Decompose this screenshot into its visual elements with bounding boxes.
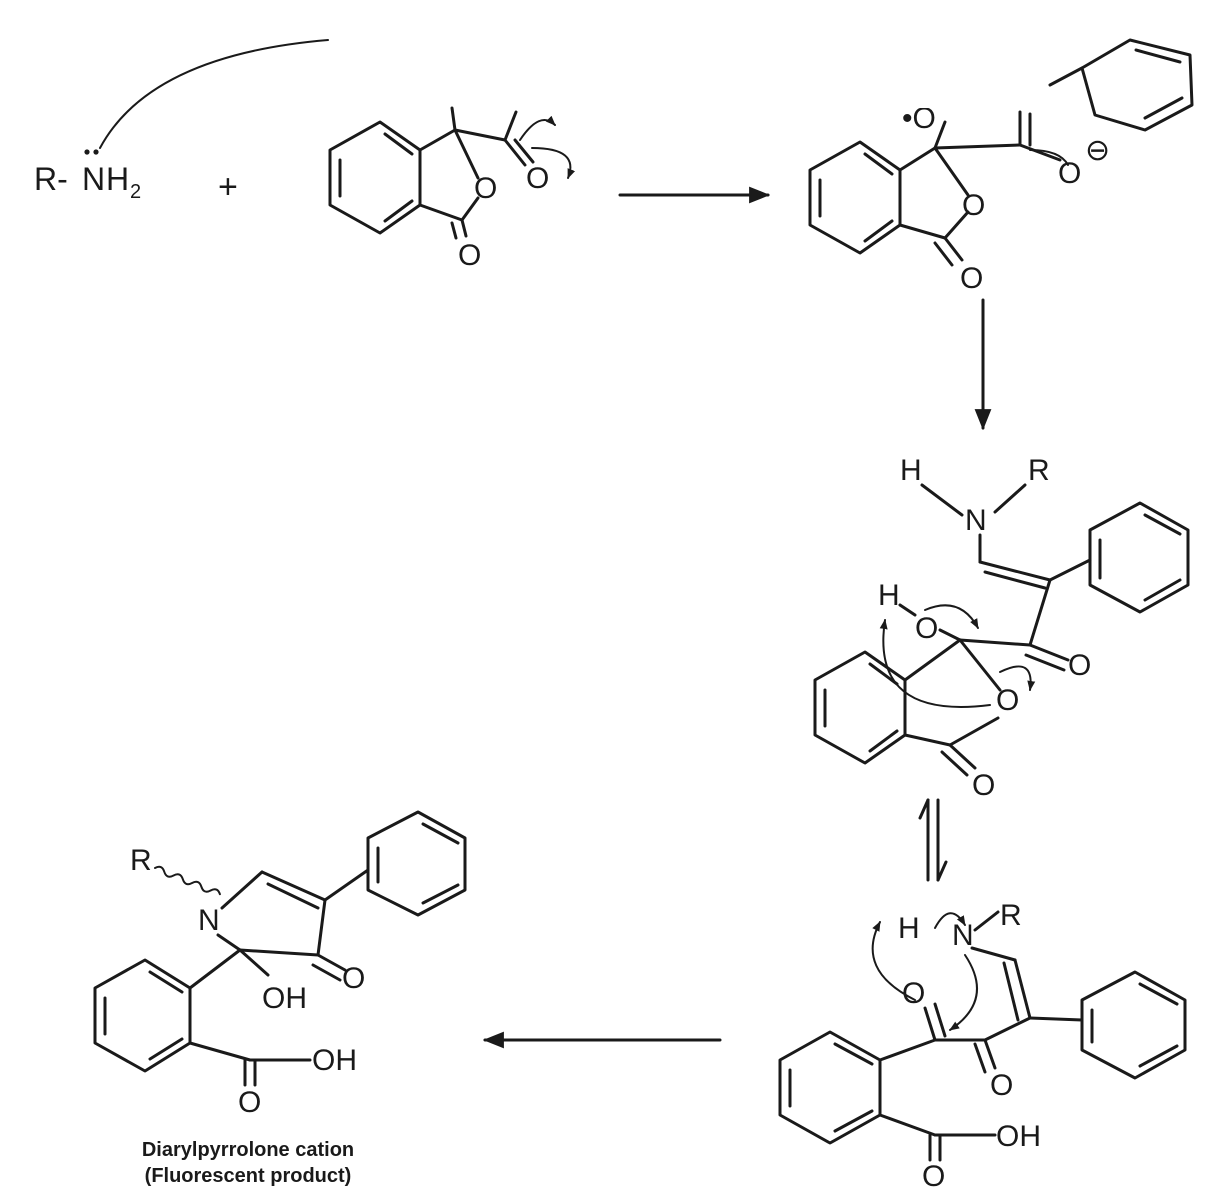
int2-benzene-ring [813, 650, 907, 765]
int1-negative-charge: ⊖ [1085, 134, 1110, 167]
product-caption-line1: Diarylpyrrolone cation [142, 1139, 354, 1161]
int1-benzene-ring [808, 140, 902, 255]
lone-pair-dot-2 [93, 149, 99, 155]
amine-h-atom: H [106, 161, 129, 197]
int3-arrow-a [871, 921, 916, 1001]
intermediate-2: H N R O H O O O [813, 454, 1190, 802]
int1-phenyl-ring [1080, 38, 1194, 132]
product-r-label: R [130, 844, 152, 877]
product-oh-label: OH [262, 982, 307, 1015]
lone-pair-dot-1 [84, 149, 90, 155]
int2-arrow-c [879, 619, 991, 708]
reactant-side-oxygen: O [526, 162, 549, 195]
int2-carbonyl-oxygen: O [972, 769, 995, 802]
int2-ring-oxygen: O [996, 684, 1019, 717]
product-n-label: N [198, 904, 220, 937]
int3-acid-oxygen: O [922, 1160, 945, 1191]
phthalide-reactant: O O O [328, 106, 576, 272]
intermediate-3: H N R O O OH O [778, 899, 1187, 1191]
attack-curved-arrow [99, 39, 329, 149]
product-acid-oh: OH [312, 1044, 357, 1077]
electron-arrow-1 [519, 115, 556, 141]
int3-phenyl-ring [1080, 970, 1187, 1080]
int3-benzene-ring [778, 1030, 882, 1145]
int1-carbonyl-oxygen: O [960, 262, 983, 295]
int1-electron-arrow [1029, 149, 1069, 166]
electron-arrow-2 [531, 147, 576, 179]
int3-acid-oh: OH [996, 1120, 1041, 1153]
product-wavy-bond [154, 865, 221, 896]
amine-subscript: 2 [130, 181, 141, 203]
product-phenyl-ring [366, 810, 467, 917]
product-ketone-oxygen: O [342, 962, 365, 995]
int3-h-label: H [898, 912, 920, 945]
int2-oh-o: O [915, 612, 938, 645]
int3-arrow-c [949, 954, 978, 1031]
equilibrium-arrow [918, 798, 948, 882]
int2-n-label: N [965, 504, 987, 537]
product-benzene-ring [93, 958, 192, 1073]
amine-n-atom: N [82, 161, 105, 197]
int2-oh-h: H [878, 579, 900, 612]
product-caption-line2: (Fluorescent product) [145, 1165, 352, 1187]
int3-arrow-b [934, 912, 966, 929]
reactant-benzene-ring [328, 120, 422, 235]
plus-sign: + [218, 168, 238, 206]
intermediate-1: O O •O O ⊖ [808, 38, 1194, 295]
product-structure: R N O OH OH O Diarylpyrrolone cation (Fl… [93, 810, 467, 1187]
int2-r-label: R [1028, 454, 1050, 487]
reactant-carbonyl-oxygen: O [458, 239, 481, 272]
int1-ring-oxygen: O [962, 189, 985, 222]
int3-r-label: R [1000, 899, 1022, 932]
int2-h-label: H [900, 454, 922, 487]
product-acid-oxygen: O [238, 1086, 261, 1119]
int2-phenyl-ring [1088, 501, 1190, 614]
int2-arrow-a [924, 604, 979, 629]
amine-r-prefix: R- [34, 161, 68, 197]
int1-crop-mask [895, 90, 1055, 108]
int1-carboxylate-oxygen: O [1058, 157, 1081, 190]
amine-reactant: R- N H 2 [34, 39, 329, 203]
int3-n-label: N [952, 919, 974, 952]
reactant-ring-oxygen: O [474, 172, 497, 205]
int2-ketone-oxygen: O [1068, 649, 1091, 682]
int3-ketone1-oxygen: O [902, 977, 925, 1010]
int3-ketone2-oxygen: O [990, 1069, 1013, 1102]
int2-arrow-b [999, 665, 1036, 691]
